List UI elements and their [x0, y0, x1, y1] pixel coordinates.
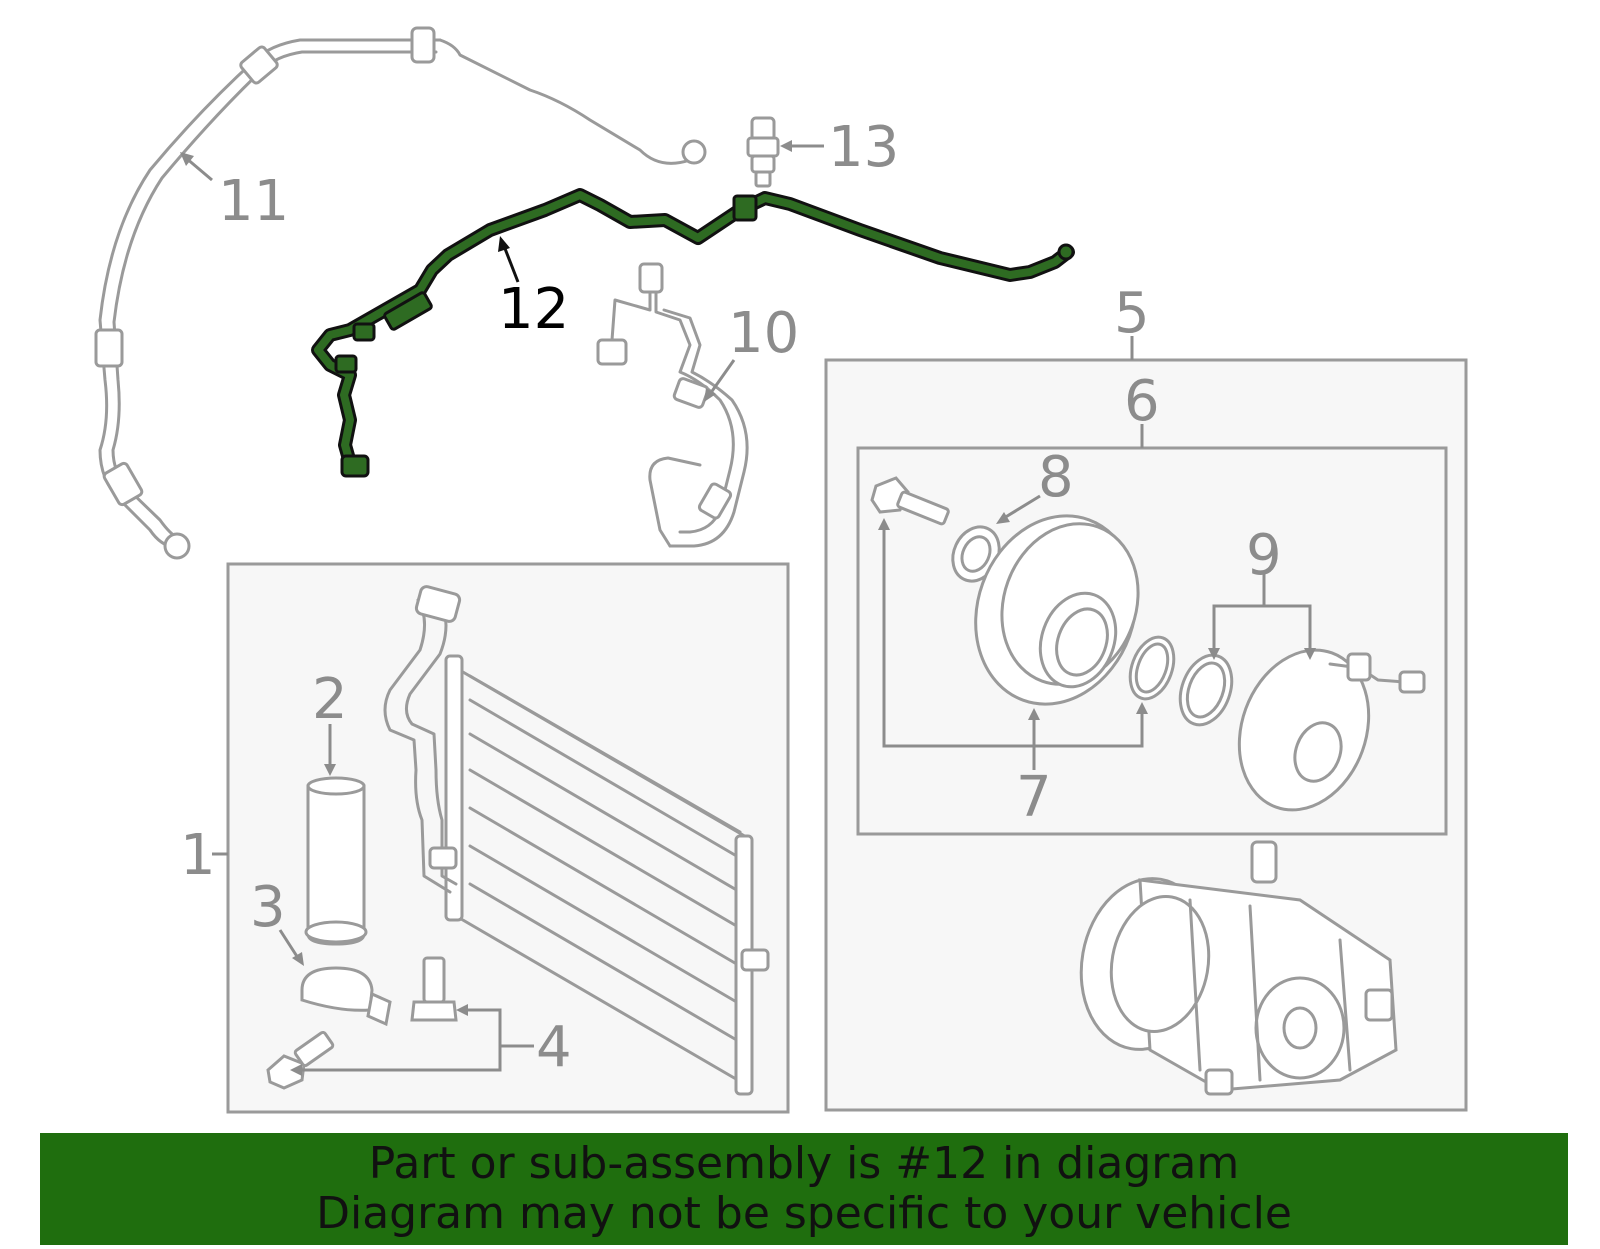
callout-4: 4: [536, 1015, 572, 1080]
bolts-4: [266, 956, 458, 1090]
field-coil-9: [1178, 648, 1426, 812]
callout-7: 7: [1016, 765, 1052, 830]
clutch-pulley-7: [974, 514, 1176, 706]
callout-6: 6: [1124, 369, 1160, 434]
leader-lines: [180, 140, 1316, 1076]
clutch-bolt: [870, 476, 950, 526]
callout-1: 1: [180, 823, 216, 888]
callout-13: 13: [828, 115, 899, 180]
pressure-sensor-13: [746, 116, 780, 188]
callout-12: 12: [498, 277, 569, 342]
callout-3: 3: [250, 875, 286, 940]
banner-line-2: Diagram may not be specific to your vehi…: [316, 1188, 1292, 1239]
callout-2: 2: [312, 667, 348, 732]
discharge-hose-10: [596, 262, 749, 548]
liquid-line-12: [311, 188, 1075, 478]
callout-8: 8: [1038, 445, 1074, 510]
callout-10: 10: [728, 301, 799, 366]
suction-hose-11: [94, 26, 707, 560]
callout-11: 11: [218, 169, 289, 234]
callout-9: 9: [1246, 523, 1282, 588]
receiver-drier-2: [304, 776, 368, 946]
drier-bracket-3: [300, 966, 392, 1027]
banner-line-1: Part or sub-assembly is #12 in diagram: [368, 1138, 1240, 1189]
part-info-banner: Part or sub-assembly is #12 in diagram D…: [40, 1133, 1568, 1245]
compressor: [1079, 840, 1398, 1096]
callout-5: 5: [1114, 281, 1150, 346]
condenser-1: [383, 585, 770, 1096]
